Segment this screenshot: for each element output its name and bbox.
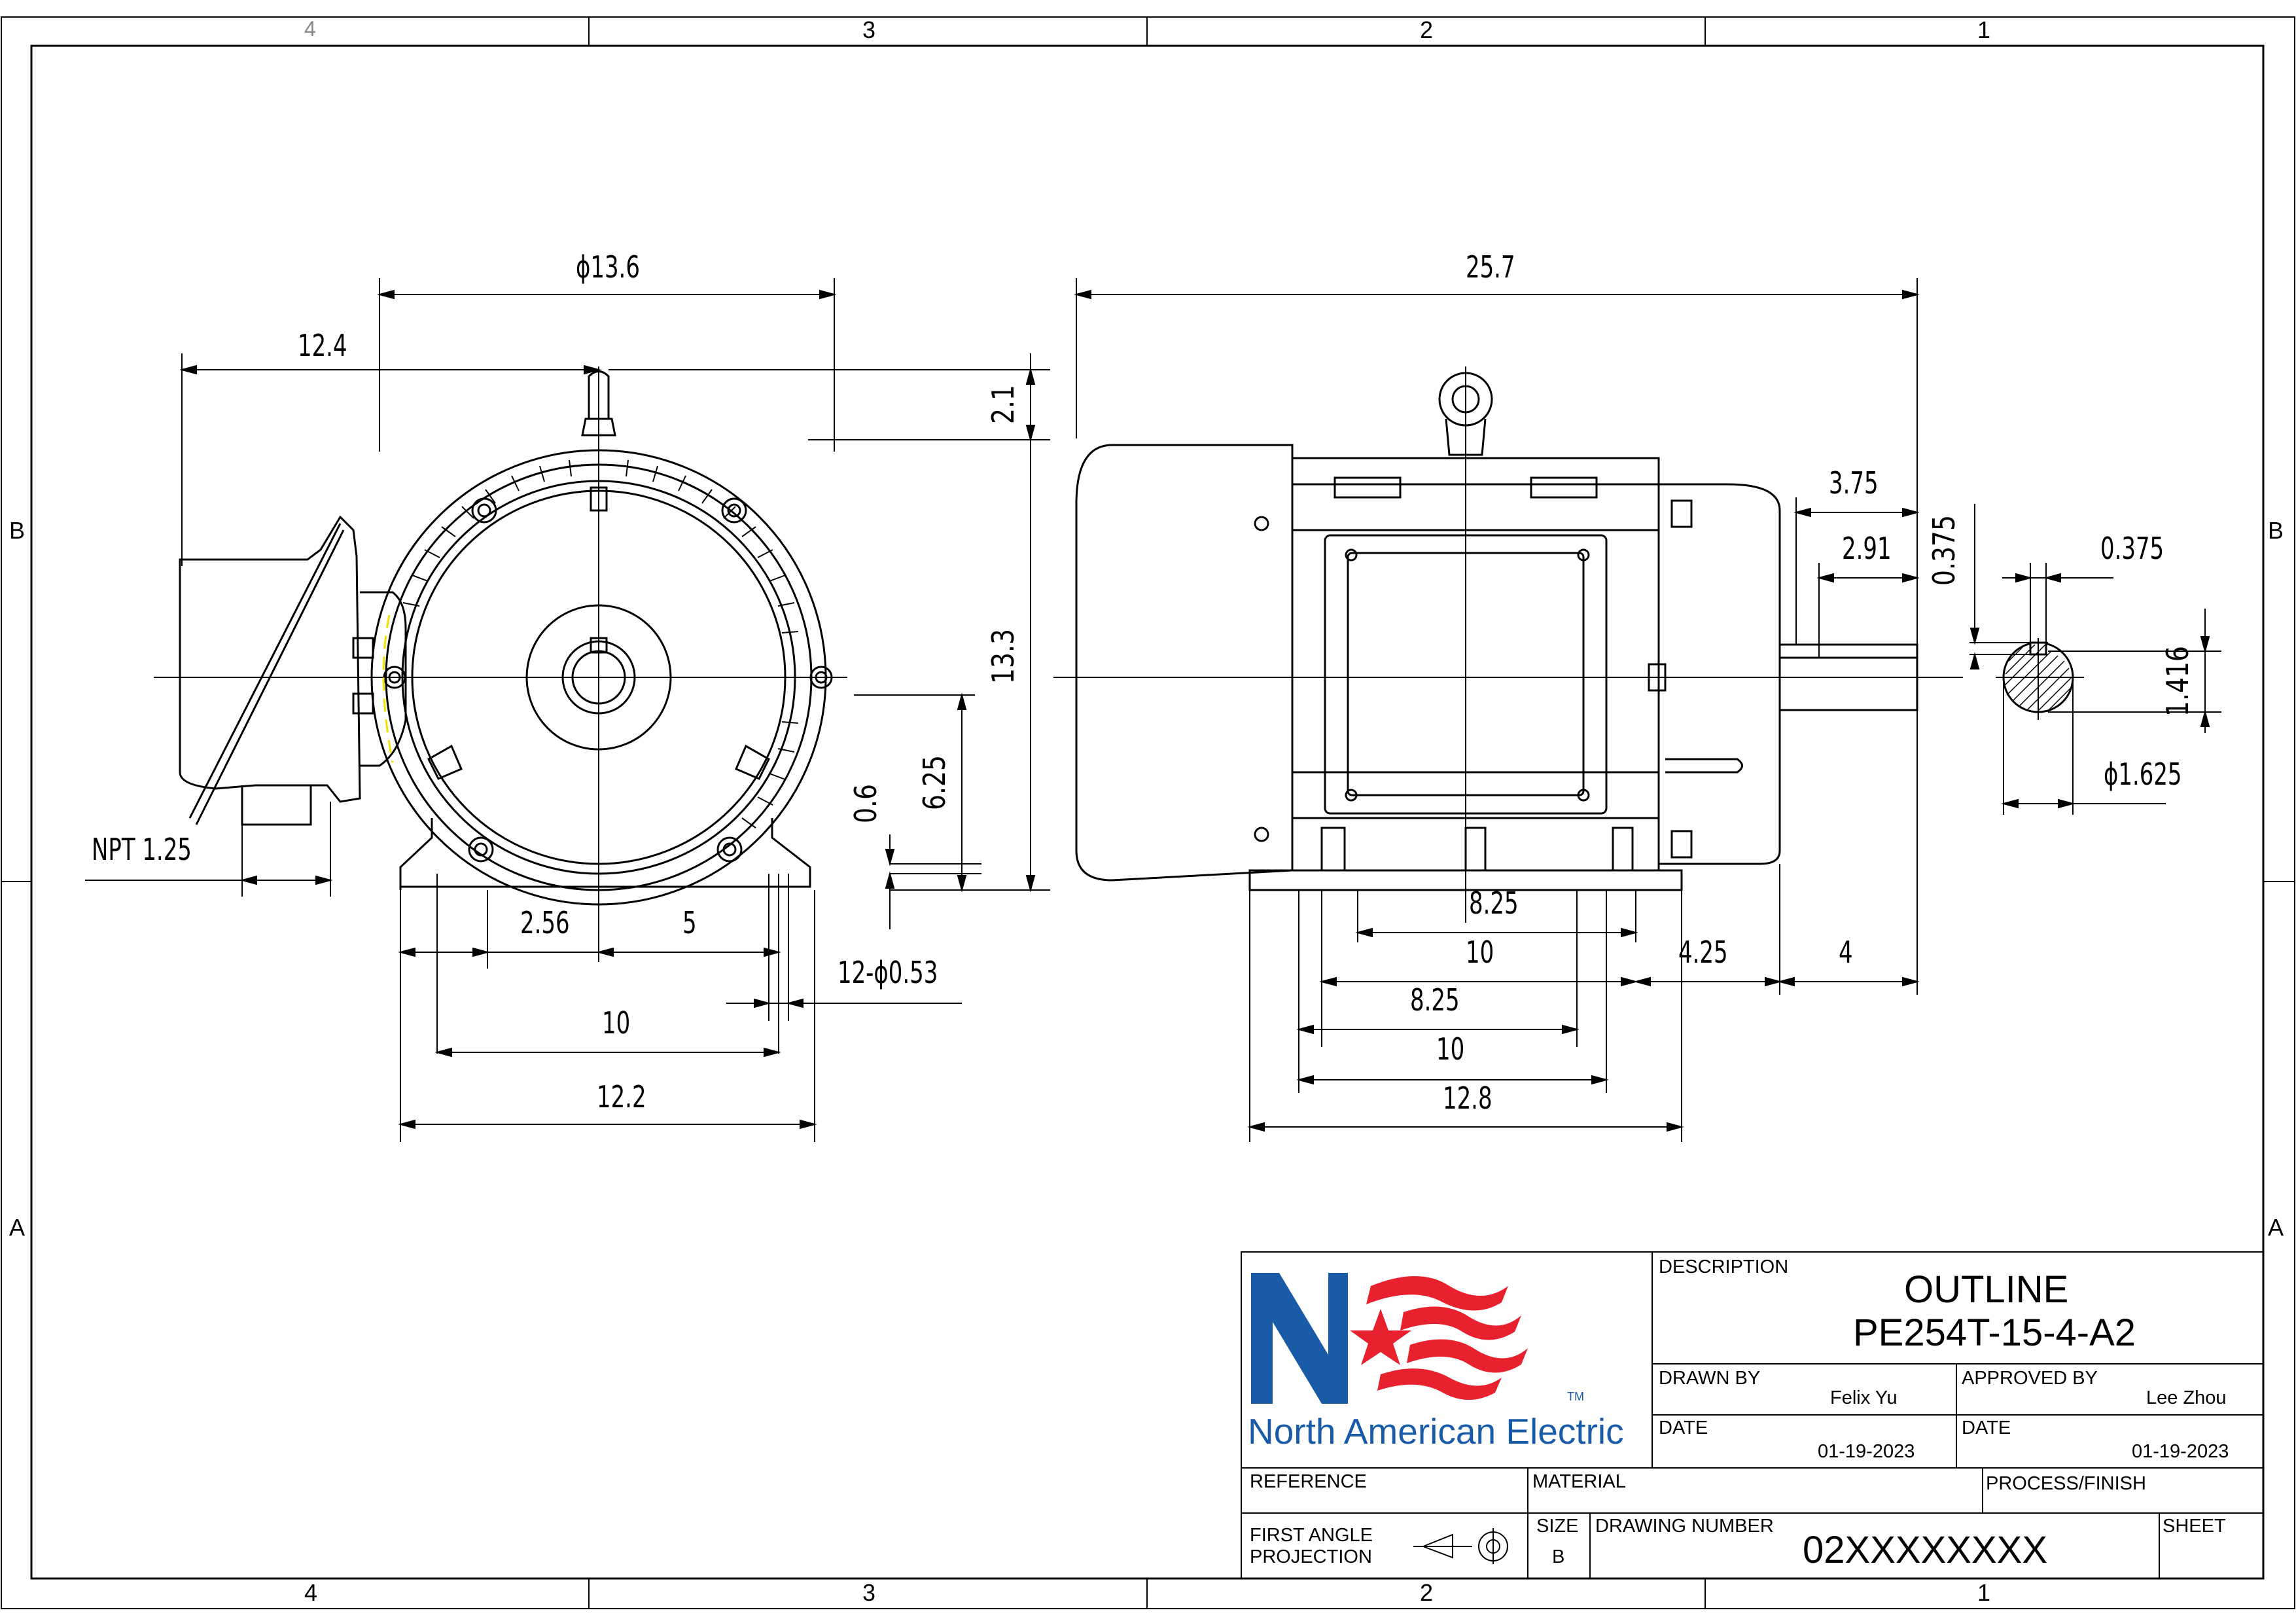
zone-bottom-4: 4 xyxy=(304,1579,318,1606)
dim-base-length: 12.8 xyxy=(1443,1080,1492,1116)
zone-left-a: A xyxy=(9,1214,26,1241)
drawing-number-label: DRAWING NUMBER xyxy=(1595,1516,1774,1537)
process-label: PROCESS/FINISH xyxy=(1986,1473,2146,1494)
dim-holes: 12-ϕ0.53 xyxy=(838,955,938,990)
dim-shaft-diameter: ϕ1.625 xyxy=(2104,757,2182,792)
zone-right-b: B xyxy=(2268,517,2284,544)
outer-border xyxy=(1,16,2295,1609)
dim-key-depth: 0.375 xyxy=(1926,515,1962,586)
description-label: DESCRIPTION xyxy=(1659,1257,1789,1277)
dim-foot-thickness: 0.6 xyxy=(848,784,883,823)
dim-shoulder: 4.25 xyxy=(1678,935,1728,970)
dim-shaft-length: 4 xyxy=(1839,935,1853,970)
approved-by: Lee Zhou xyxy=(2146,1387,2227,1408)
dim-hole-a: 8.25 xyxy=(1469,885,1519,921)
dim-foot-width: 12.2 xyxy=(597,1079,646,1115)
title-block-lines xyxy=(1241,1251,2264,1579)
dim-npt: NPT 1.25 xyxy=(92,832,192,867)
shaft-section-dimensions xyxy=(1969,504,2221,815)
shaft-section xyxy=(1996,638,2084,720)
approved-date: 01-19-2023 xyxy=(2132,1441,2229,1462)
zone-left-b: B xyxy=(9,517,26,544)
dim-hole-c: 8.25 xyxy=(1410,982,1460,1018)
dim-overall-length: 25.7 xyxy=(1466,249,1515,285)
dim-shaft-height: 6.25 xyxy=(917,755,952,810)
material-label: MATERIAL xyxy=(1532,1471,1626,1492)
description-line1: OUTLINE xyxy=(1904,1268,2069,1311)
approved-date-label: DATE xyxy=(1962,1418,2011,1438)
front-view-dimensions xyxy=(85,278,1050,1142)
dim-box-offset: 12.4 xyxy=(298,328,347,363)
dim-hole-d: 10 xyxy=(1436,1031,1465,1067)
dim-key-length: 2.91 xyxy=(1842,531,1892,566)
drawn-by: Felix Yu xyxy=(1830,1387,1898,1408)
drawn-date: 01-19-2023 xyxy=(1818,1441,1915,1462)
drawn-by-label: DRAWN BY xyxy=(1659,1368,1761,1389)
sheet-label: SHEET xyxy=(2163,1516,2226,1537)
side-view xyxy=(1053,366,1963,923)
dim-frame-diameter: ϕ13.6 xyxy=(576,249,640,285)
dim-key-width: 0.375 xyxy=(2100,531,2164,566)
front-view xyxy=(154,366,847,962)
reference-label: REFERENCE xyxy=(1250,1471,1367,1492)
projection-line1: FIRST ANGLE xyxy=(1250,1525,1373,1546)
company-logo xyxy=(1251,1273,1528,1404)
dim-lift-height: 2.1 xyxy=(985,385,1021,424)
dim-hole-b: 10 xyxy=(1466,935,1494,970)
dim-half-width: 5 xyxy=(682,905,697,940)
dim-key-height: 1.416 xyxy=(2160,646,2195,717)
zone-top-1: 1 xyxy=(1977,16,1991,43)
trademark: TM xyxy=(1567,1390,1584,1403)
dim-hole-span: 10 xyxy=(602,1005,631,1041)
drawn-date-label: DATE xyxy=(1659,1418,1708,1438)
description-line2: PE254T-15-4-A2 xyxy=(1853,1311,2136,1354)
company-name: North American Electric xyxy=(1248,1411,1624,1452)
zone-right-a: A xyxy=(2268,1214,2284,1241)
side-view-dimensions xyxy=(1074,278,1920,1142)
dim-overall-height: 13.3 xyxy=(985,629,1021,684)
zone-top-3: 3 xyxy=(862,16,876,43)
dim-foot-hole-offset: 2.56 xyxy=(520,905,570,940)
dim-shaft-extension: 3.75 xyxy=(1829,465,1879,501)
size-value: B xyxy=(1552,1546,1565,1567)
zone-top-2: 2 xyxy=(1420,16,1434,43)
zone-bottom-1: 1 xyxy=(1977,1579,1991,1606)
zone-bottom-3: 3 xyxy=(862,1579,876,1606)
zone-top-4: 4 xyxy=(304,17,316,41)
approved-by-label: APPROVED BY xyxy=(1962,1368,2098,1389)
drawing-number: 02XXXXXXXX xyxy=(1803,1529,2047,1571)
size-label: SIZE xyxy=(1536,1516,1579,1537)
projection-line2: PROJECTION xyxy=(1250,1546,1372,1567)
zone-bottom-2: 2 xyxy=(1420,1579,1434,1606)
